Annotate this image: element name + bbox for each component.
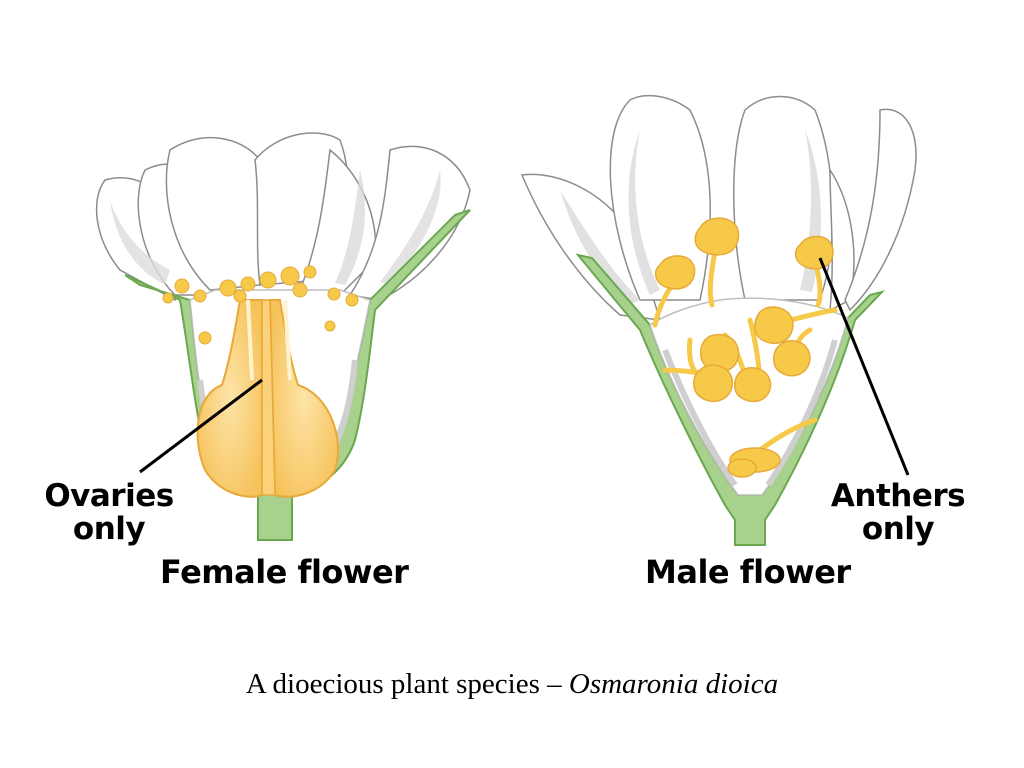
ovaries-pointer: [139, 378, 263, 474]
anthers-callout-line2: only: [861, 510, 935, 547]
male-anthers: [654, 217, 834, 478]
ovaries-callout: Ovaries only: [34, 480, 184, 545]
anthers-callout-line1: Anthers: [830, 478, 966, 514]
ovaries-callout-line2: only: [72, 510, 146, 547]
caption: A dioecious plant species – Osmaronia di…: [0, 668, 1024, 701]
female-petal-shade: [110, 170, 441, 285]
ovaries: [196, 299, 340, 498]
caption-prefix: A dioecious plant species –: [245, 668, 569, 700]
male-flower: [520, 94, 917, 546]
male-petals: [520, 94, 917, 321]
female-flower: [95, 132, 471, 541]
species-name: Osmaronia dioica: [568, 668, 779, 700]
anthers-callout: Anthers only: [818, 480, 978, 545]
anthers-pointer: [818, 257, 910, 476]
female-flower-title: Female flower: [160, 553, 409, 591]
male-flower-title: Male flower: [645, 553, 851, 591]
female-stigmas: [162, 265, 359, 345]
ovaries-callout-line1: Ovaries: [44, 478, 174, 514]
